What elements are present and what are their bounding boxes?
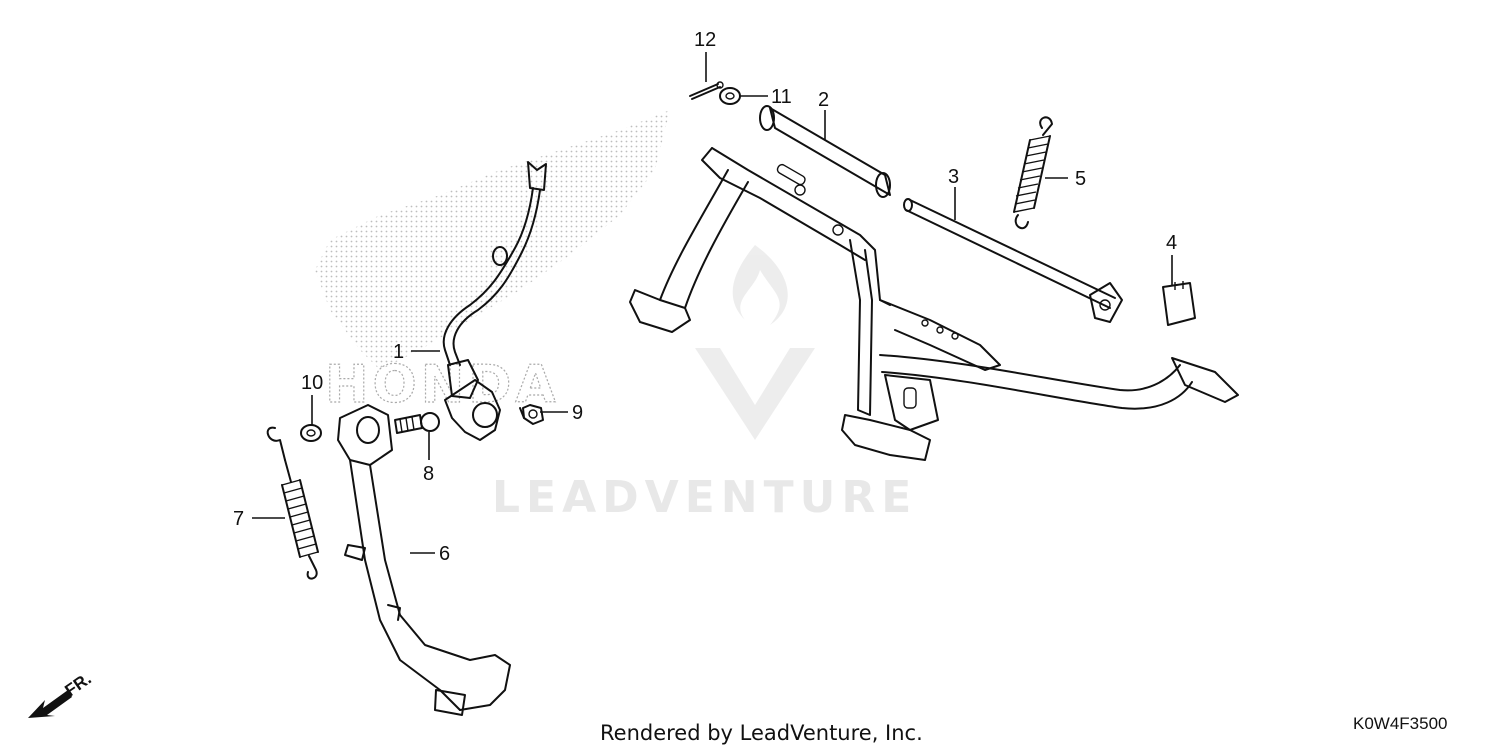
callout-6[interactable]: 6 bbox=[439, 543, 450, 565]
part-nut bbox=[519, 404, 544, 425]
flame-icon bbox=[732, 245, 788, 325]
callout-numbers: 1 2 3 4 5 6 7 8 9 10 11 12 bbox=[233, 29, 1177, 565]
callout-1[interactable]: 1 bbox=[393, 341, 404, 363]
part-side-stand-switch bbox=[442, 161, 547, 441]
callout-3[interactable]: 3 bbox=[948, 166, 959, 188]
part-washer-10 bbox=[300, 424, 322, 442]
part-side-stand-spring bbox=[266, 426, 319, 580]
part-side-stand bbox=[337, 404, 511, 716]
front-direction-indicator: FR. bbox=[28, 669, 95, 718]
watermark-text: LEADVENTURE bbox=[492, 472, 917, 523]
part-bolt bbox=[394, 412, 440, 434]
callout-5[interactable]: 5 bbox=[1075, 168, 1086, 190]
callout-8[interactable]: 8 bbox=[423, 463, 434, 485]
leader-lines bbox=[252, 52, 1173, 554]
part-stopper-rubber bbox=[1162, 281, 1196, 326]
part-main-stand-spring bbox=[1013, 116, 1053, 230]
callout-9[interactable]: 9 bbox=[572, 402, 583, 424]
callout-12[interactable]: 12 bbox=[694, 29, 716, 51]
part-cotter-pin bbox=[689, 81, 724, 100]
part-stand-shaft bbox=[903, 198, 1123, 323]
arrow-icon bbox=[28, 690, 72, 718]
callout-2[interactable]: 2 bbox=[818, 89, 829, 111]
callout-11[interactable]: 11 bbox=[771, 86, 792, 108]
honda-logo-text: HONDA bbox=[325, 355, 560, 415]
part-main-stand bbox=[629, 105, 1239, 461]
leadventure-watermark: LEADVENTURE bbox=[492, 245, 917, 523]
callout-4[interactable]: 4 bbox=[1166, 232, 1177, 254]
v-mark-icon bbox=[695, 348, 815, 440]
callout-7[interactable]: 7 bbox=[233, 508, 244, 530]
honda-wing-logo: HONDA bbox=[315, 110, 670, 416]
part-washer-11 bbox=[719, 87, 741, 105]
diagram-code: K0W4F3500 bbox=[1353, 714, 1448, 733]
rendered-by-text: Rendered by LeadVenture, Inc. bbox=[600, 721, 923, 745]
callout-10[interactable]: 10 bbox=[301, 372, 323, 394]
